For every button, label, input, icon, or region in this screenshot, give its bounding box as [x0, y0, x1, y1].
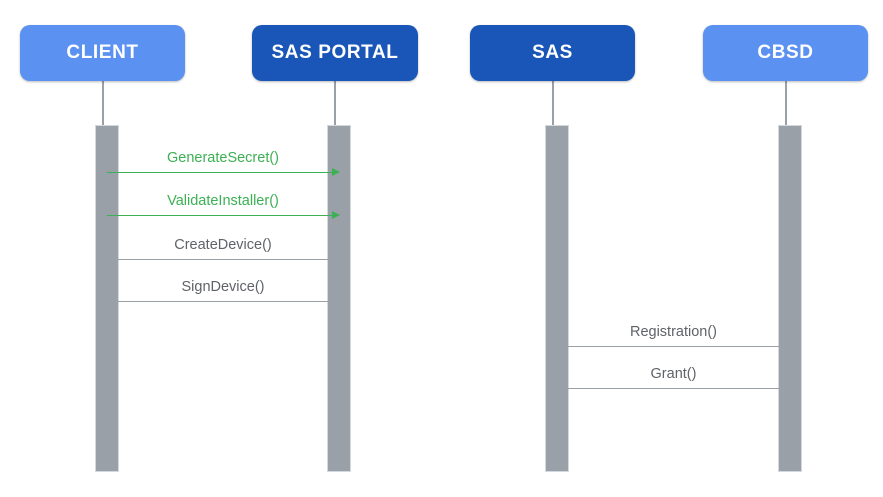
message-line-registration [557, 346, 790, 347]
message-label-registration: Registration() [629, 324, 718, 340]
activation-bar-client [95, 125, 119, 472]
participant-sas-portal[interactable]: SAS PORTAL [252, 25, 418, 81]
lifeline-sas-portal [334, 81, 336, 125]
arrowhead-icon-sign-device [332, 297, 340, 305]
participant-cbsd[interactable]: CBSD [703, 25, 868, 81]
participant-client[interactable]: CLIENT [20, 25, 185, 81]
activation-bar-sas [545, 125, 569, 472]
message-label-generate-secret: GenerateSecret() [166, 150, 280, 166]
message-line-sign-device [107, 301, 339, 302]
activation-bar-cbsd [778, 125, 802, 472]
arrowhead-icon-create-device [332, 255, 340, 263]
participant-label-cbsd: CBSD [757, 42, 814, 63]
participant-label-sas: SAS [532, 42, 573, 63]
arrowhead-icon-grant [556, 384, 564, 392]
message-label-create-device: CreateDevice() [174, 237, 272, 253]
participant-label-sas-portal: SAS PORTAL [271, 42, 399, 63]
arrowhead-icon-registration [556, 342, 564, 350]
message-line-create-device [107, 259, 339, 260]
participant-label-client: CLIENT [66, 42, 139, 63]
lifeline-sas [552, 81, 554, 125]
participant-sas[interactable]: SAS [470, 25, 635, 81]
lifeline-client [102, 81, 104, 125]
message-line-validate-installer [107, 215, 339, 216]
message-line-generate-secret [107, 172, 339, 173]
message-label-grant: Grant() [650, 366, 697, 382]
arrowhead-icon-generate-secret [332, 168, 340, 176]
message-label-sign-device: SignDevice() [181, 279, 265, 295]
message-label-validate-installer: ValidateInstaller() [167, 193, 279, 209]
lifeline-cbsd [785, 81, 787, 125]
message-line-grant [557, 388, 790, 389]
arrowhead-icon-validate-installer [332, 211, 340, 219]
